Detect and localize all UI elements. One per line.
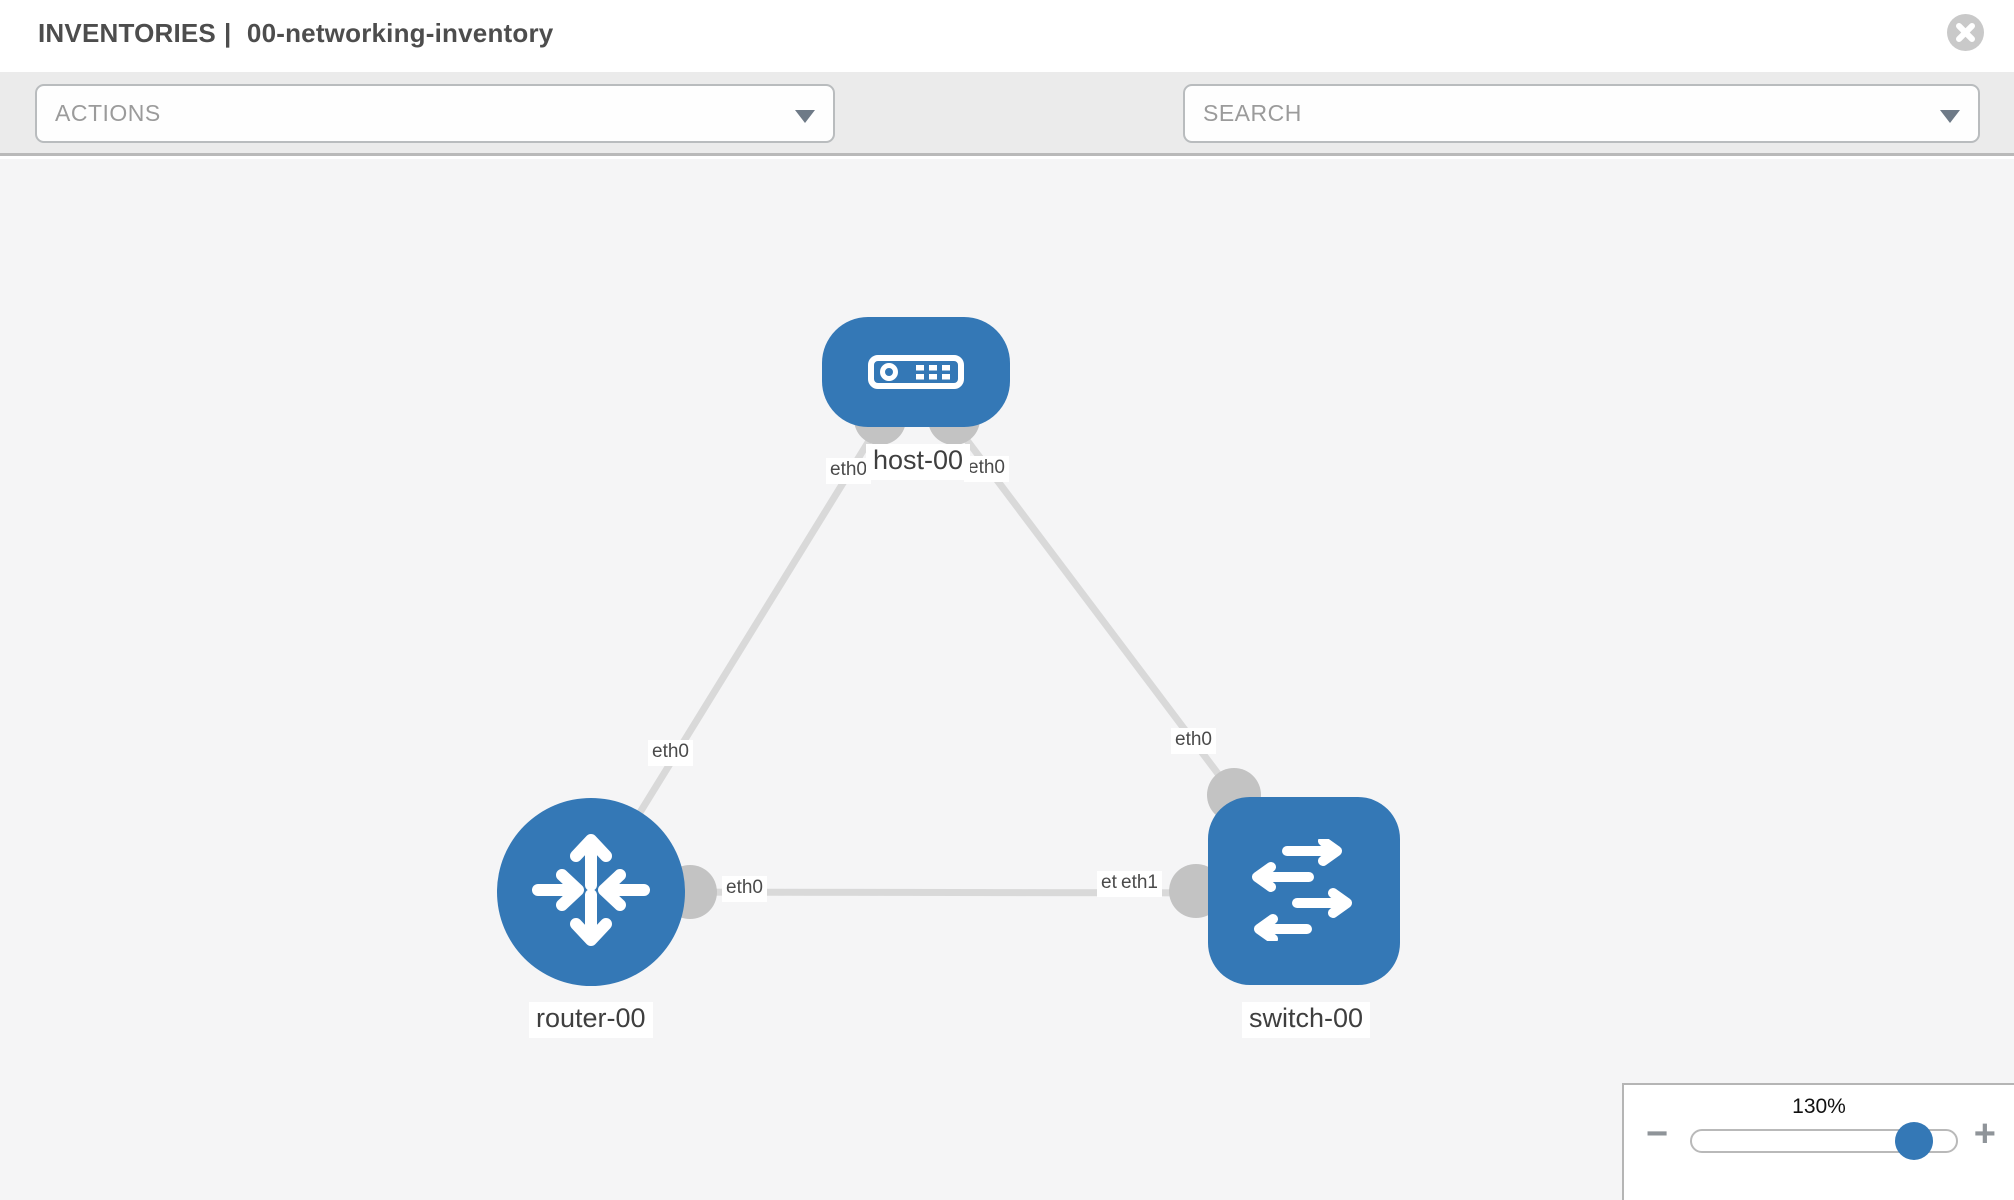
toolbar: ACTIONS — [0, 72, 2014, 208]
search-dropdown[interactable]: SEARCH — [1183, 84, 1980, 143]
zoom-slider-track[interactable] — [1690, 1122, 1958, 1160]
chevron-down-icon — [1940, 110, 1960, 123]
links-layer — [588, 393, 1305, 919]
node-label-router-00: router-00 — [529, 1002, 653, 1038]
iface-label-host-switch-switchside: eth0 — [1171, 728, 1216, 754]
iface-label-host-switch-hostside: eth0 — [964, 456, 1009, 482]
node-router-00[interactable] — [497, 798, 685, 986]
breadcrumb-section: INVENTORIES — [38, 18, 216, 48]
topology-canvas[interactable]: eth0 eth0 eth0 eth0 eth0 eth0 eth1 host-… — [0, 159, 2014, 1200]
chevron-down-icon — [795, 110, 815, 123]
zoom-slider-thumb[interactable] — [1895, 1122, 1933, 1160]
topology-links — [588, 420, 1305, 897]
iface-label-host-router-hostside: eth0 — [826, 458, 871, 484]
actions-dropdown-label: ACTIONS — [55, 100, 161, 126]
node-switch-00[interactable] — [1208, 797, 1400, 985]
actions-dropdown[interactable]: ACTIONS — [35, 84, 835, 143]
header: INVENTORIES| 00-networking-inventory — [0, 0, 2014, 72]
zoom-in-button[interactable]: + — [1973, 1113, 1996, 1155]
zoom-out-button[interactable]: − — [1646, 1113, 1669, 1155]
close-button[interactable] — [1947, 14, 1984, 51]
iface-label-router-switch-routerside: eth0 — [722, 876, 767, 902]
inventory-name: 00-networking-inventory — [246, 18, 554, 48]
node-label-host-00: host-00 — [866, 444, 971, 480]
page-title: INVENTORIES| 00-networking-inventory — [38, 18, 561, 49]
zoom-level-value: 130% — [1792, 1095, 1846, 1118]
iface-label-router-switch-switchside: eth1 — [1117, 871, 1162, 897]
node-label-switch-00: switch-00 — [1242, 1002, 1371, 1038]
search-dropdown-label: SEARCH — [1203, 100, 1302, 126]
node-host-00[interactable] — [822, 317, 1010, 427]
iface-label-host-router-routerside: eth0 — [648, 740, 693, 766]
zoom-control-panel: 130% − + — [1622, 1083, 2014, 1200]
breadcrumb-separator: | — [223, 18, 232, 48]
